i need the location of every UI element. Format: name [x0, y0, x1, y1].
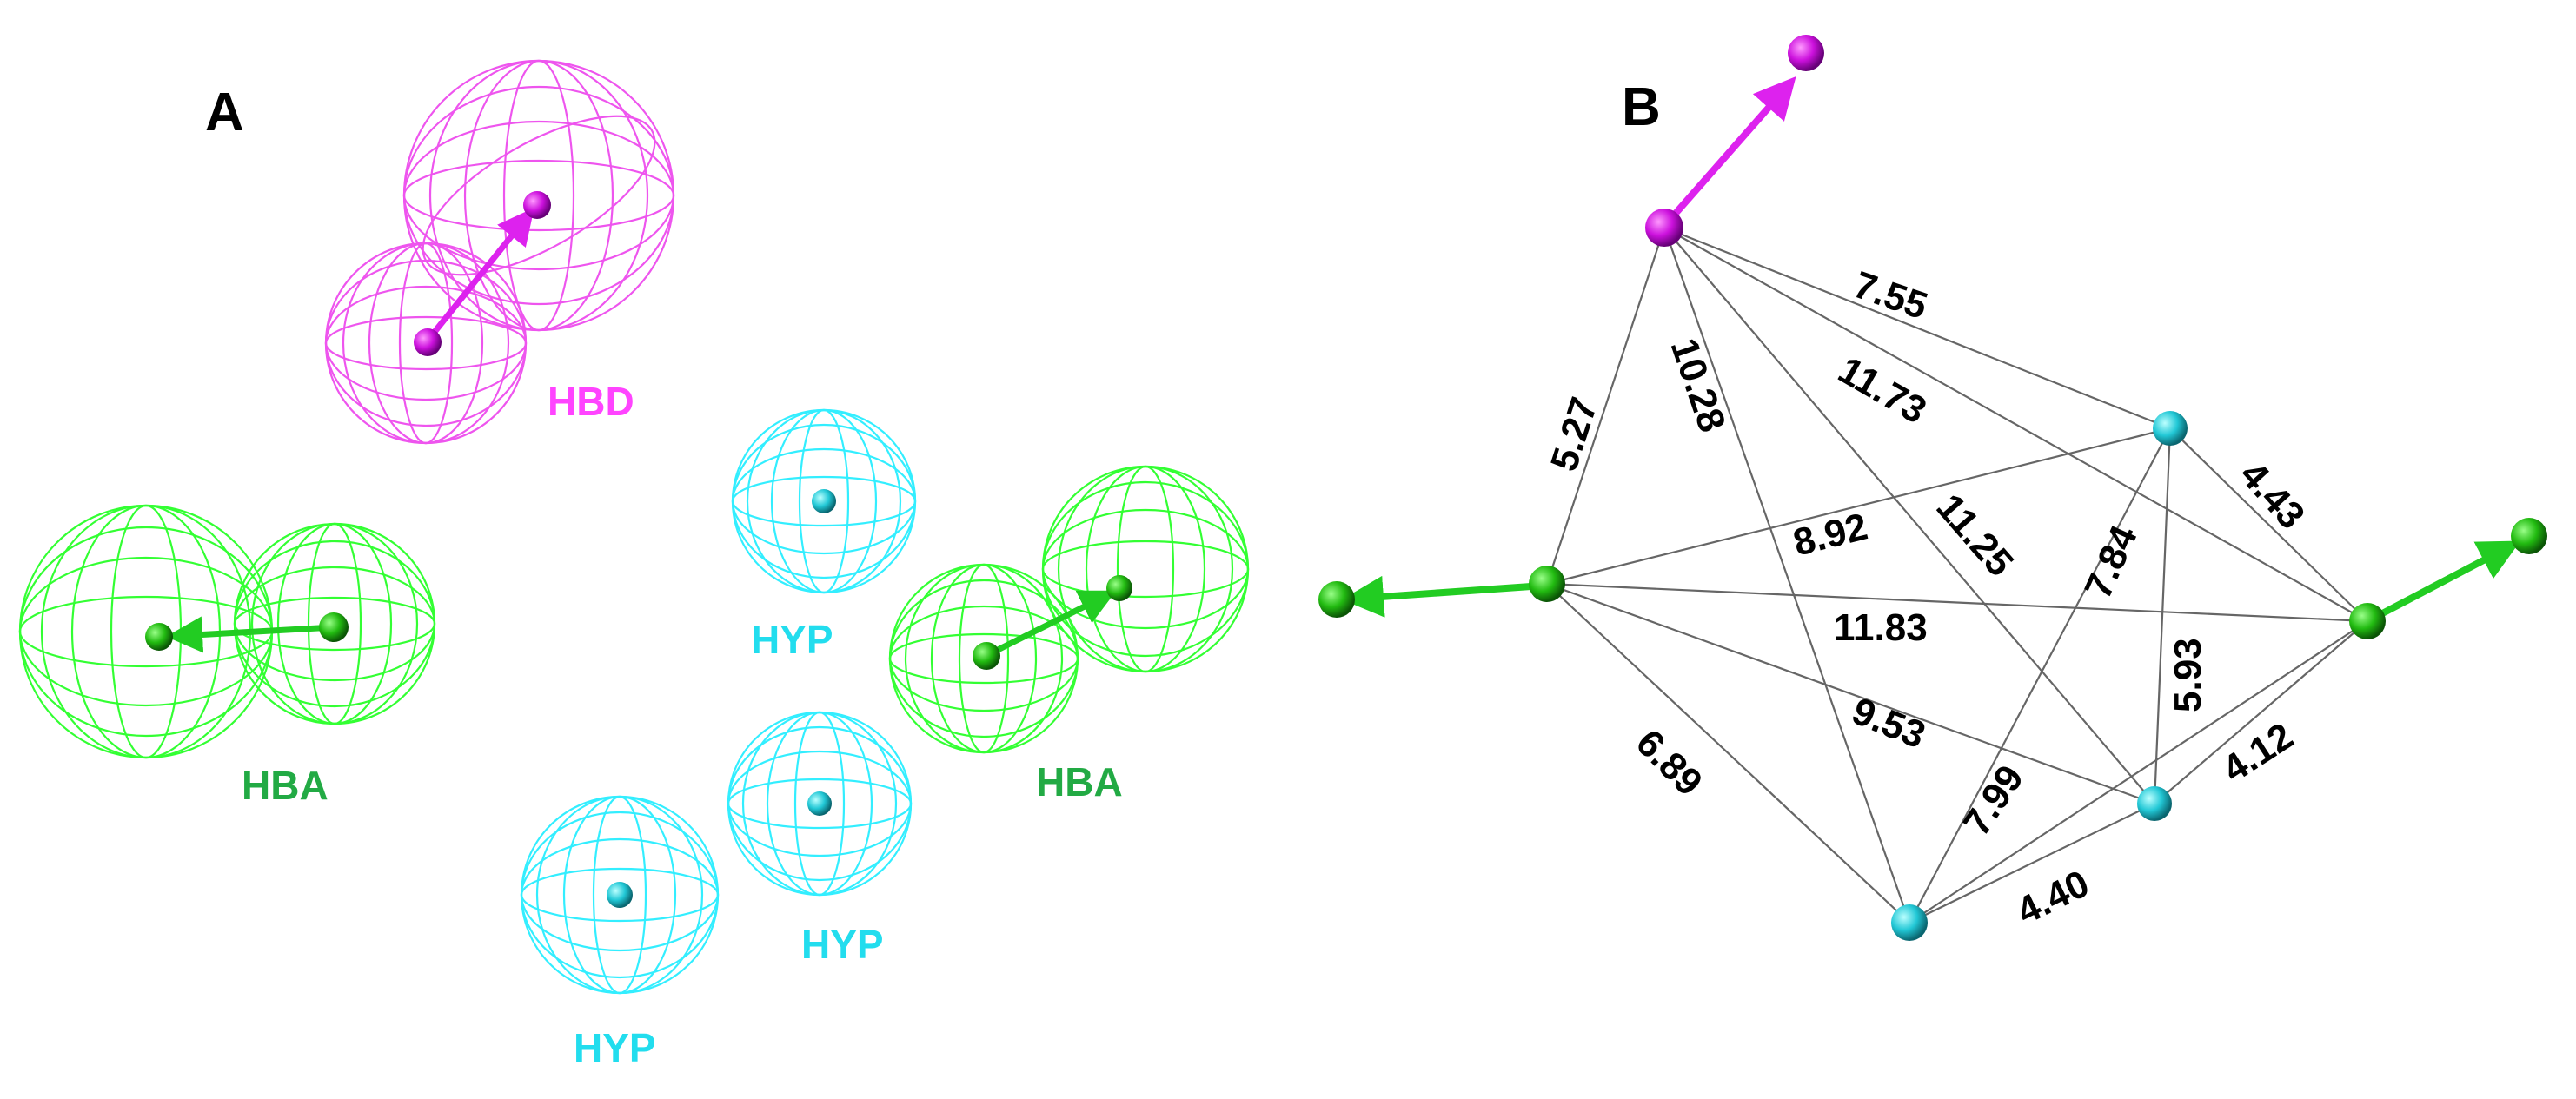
hba-left-target-node	[1318, 581, 1355, 618]
hbd-origin-sphere	[414, 328, 442, 356]
distance-label: 11.83	[1834, 606, 1928, 649]
distance-label: 4.43	[2232, 454, 2314, 537]
hyp-middle-sphere	[807, 791, 832, 816]
hyp-bottom-mesh	[520, 795, 720, 995]
hba-right-label: HBA	[1036, 759, 1123, 804]
edge-hbd-hyp2	[1663, 227, 2155, 804]
distance-label: 4.12	[2215, 715, 2301, 791]
edge-hbaL-hyp2	[1546, 582, 2155, 805]
hbd-mesh	[324, 59, 675, 445]
hbd-node	[1645, 209, 1683, 247]
edge-hyp3-hbaR	[1909, 620, 2368, 924]
distance-label: 10.28	[1663, 333, 1734, 437]
hyp-top-sphere	[812, 489, 836, 513]
hbd-label: HBD	[548, 379, 634, 424]
edge-hyp1-hyp2	[2153, 427, 2172, 804]
hbd-target-node	[1788, 35, 1824, 71]
hyp-node-3	[1891, 904, 1928, 941]
edge-hbd-hyp1	[1663, 226, 2171, 430]
hyp-bottom-label: HYP	[574, 1025, 656, 1070]
distance-label: 11.73	[1831, 348, 1934, 432]
distance-label: 7.84	[2076, 519, 2146, 605]
hba-right-node	[2349, 603, 2386, 639]
panel-label-a: A	[205, 83, 244, 142]
hba-left-label: HBA	[242, 763, 329, 808]
distance-label: 6.89	[1628, 721, 1710, 804]
edge-hbaL-hyp1	[1546, 427, 2171, 586]
edge-hyp2-hbaR	[2154, 620, 2368, 804]
edge-hbd-hyp3	[1663, 227, 1911, 924]
hba-left-target-sphere	[145, 623, 173, 651]
hbd-target-sphere	[523, 191, 551, 219]
edge-hbaL-hyp3	[1546, 583, 1910, 924]
edge-hyp3-hyp2	[1909, 803, 2155, 924]
hyp-middle-label: HYP	[801, 922, 884, 967]
hba-right-vector-b	[2369, 540, 2521, 623]
distance-labels: 7.55 5.27 10.28 11.73 11.25 8.92 11.83 4…	[1543, 263, 2313, 933]
hbd-vector-b	[1663, 76, 1796, 227]
distance-label: 7.99	[1955, 758, 2033, 843]
hba-right-target-sphere	[1106, 575, 1132, 601]
hyp-node-2	[2137, 786, 2172, 821]
panel-label-b: B	[1622, 77, 1661, 137]
hba-left-origin-sphere	[319, 612, 349, 642]
hba-left-vector	[166, 616, 335, 653]
distance-label: 8.92	[1789, 505, 1872, 564]
edge-hbaL-hbaR	[1546, 582, 2368, 623]
distance-label: 9.53	[1846, 690, 1931, 758]
hyp-top-label: HYP	[751, 617, 833, 662]
hba-right-origin-sphere	[973, 642, 1000, 670]
hba-left-vector-b	[1342, 575, 1544, 618]
distance-label: 11.25	[1928, 486, 2022, 584]
hyp-node-1	[2153, 411, 2188, 446]
hba-right-mesh	[888, 465, 1250, 754]
hyp-bottom-sphere	[607, 882, 633, 908]
edge-hbd-hbaL	[1545, 227, 1666, 585]
hba-right-target-node	[2511, 518, 2547, 554]
hbd-vector	[425, 208, 534, 343]
edge-hyp1-hyp3	[1909, 427, 2171, 924]
hba-left-node	[1529, 566, 1565, 602]
hyp-middle-mesh	[727, 711, 913, 897]
hba-right-vector	[986, 590, 1117, 659]
distance-label: 5.93	[2167, 638, 2209, 712]
hyp-top-mesh	[731, 408, 917, 594]
edge-hyp1-hbaR	[2169, 427, 2368, 622]
distance-label: 4.40	[2010, 862, 2095, 933]
edge-hbd-hbaR	[1663, 227, 2368, 622]
distance-edges	[1545, 226, 2368, 924]
distance-label: 5.27	[1543, 392, 1606, 476]
